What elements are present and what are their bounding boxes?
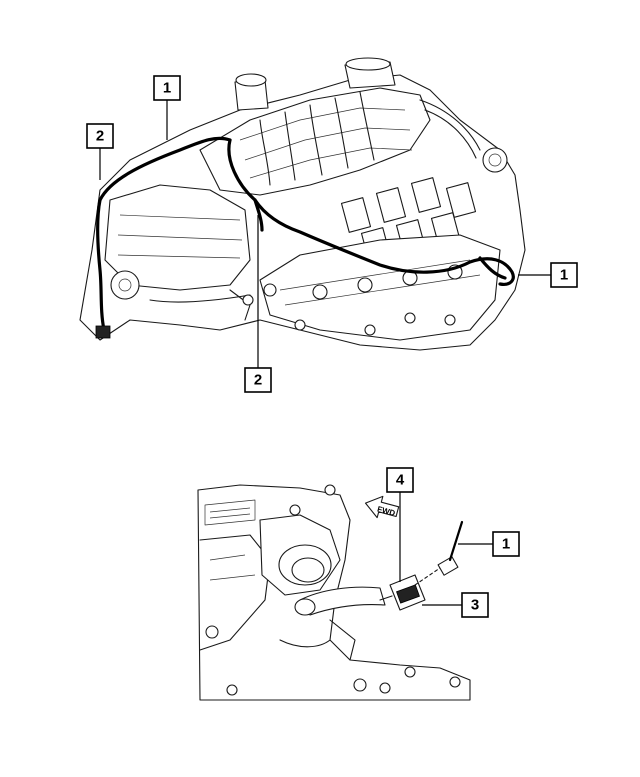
callout-number: 1	[560, 267, 568, 284]
callout-number: 1	[163, 80, 171, 97]
callout-top-1a: 1	[153, 75, 181, 140]
callout-number: 4	[396, 472, 405, 489]
callout-number: 2	[254, 372, 262, 389]
callout-top-1b: 1	[518, 262, 578, 288]
wiring-harness-top	[95, 136, 515, 339]
sensor-detail-illustration: FWD	[197, 484, 471, 701]
callout-bottom-4: 4	[386, 467, 414, 582]
callout-bottom-3: 3	[422, 592, 489, 618]
callout-number: 3	[471, 597, 479, 614]
callout-bottom-1: 1	[458, 531, 520, 557]
callout-top-2b: 2	[244, 215, 272, 393]
sensor-connector-wire	[414, 520, 464, 586]
callout-top-2a: 2	[86, 123, 114, 180]
callout-number: 2	[96, 128, 104, 145]
oxygen-sensor	[379, 574, 426, 611]
callout-number: 1	[502, 536, 510, 553]
engine-top-illustration	[79, 57, 526, 351]
fwd-arrow: FWD	[364, 495, 400, 519]
